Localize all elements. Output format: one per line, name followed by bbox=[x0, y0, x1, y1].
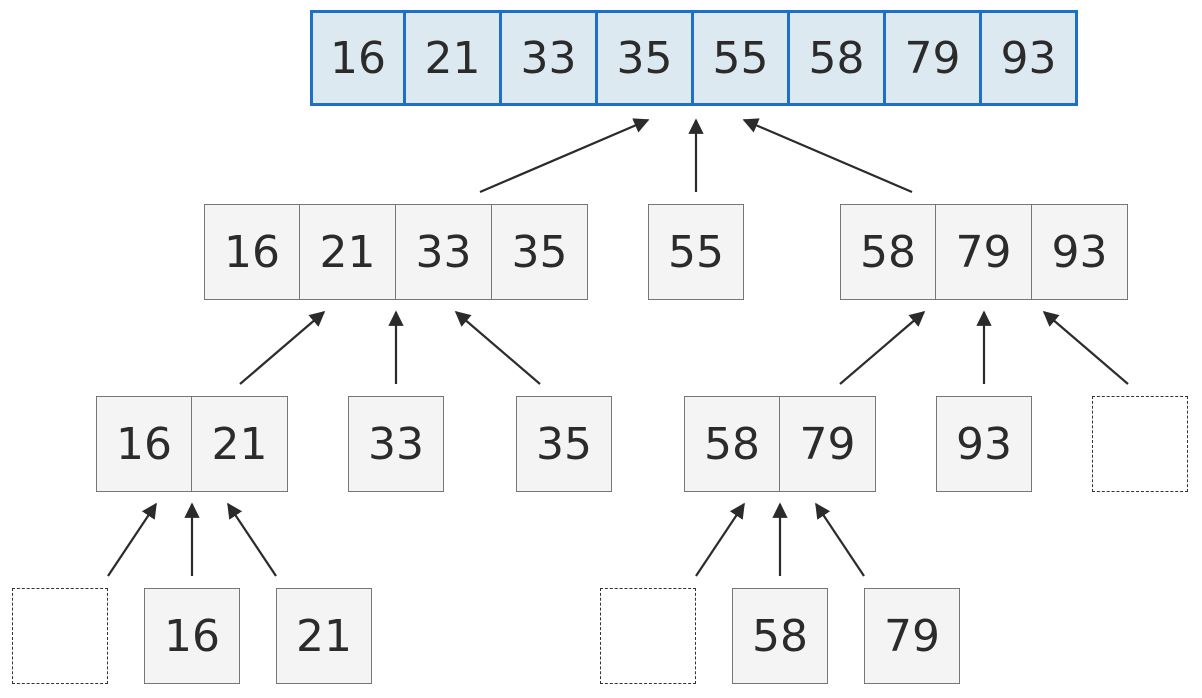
array-cell: 55 bbox=[694, 10, 790, 106]
array-cell: 79 bbox=[780, 396, 876, 492]
array-cell: 79 bbox=[886, 10, 982, 106]
level3-array-b: 16 bbox=[144, 588, 240, 684]
merge-arrow bbox=[227, 502, 277, 577]
level3-array-c: 21 bbox=[276, 588, 372, 684]
array-cell: 55 bbox=[648, 204, 744, 300]
array-cell: 33 bbox=[502, 10, 598, 106]
array-cell: 93 bbox=[1032, 204, 1128, 300]
array-cell: 21 bbox=[276, 588, 372, 684]
array-cell: 35 bbox=[598, 10, 694, 106]
array-cell: 58 bbox=[790, 10, 886, 106]
level3-array-f: 79 bbox=[864, 588, 960, 684]
array-cell: 58 bbox=[684, 396, 780, 492]
merge-arrow bbox=[815, 502, 865, 577]
array-cell: 79 bbox=[936, 204, 1032, 300]
merge-arrow bbox=[695, 502, 745, 577]
merge-arrow bbox=[454, 310, 541, 385]
array-cell: 79 bbox=[864, 588, 960, 684]
array-cell: 21 bbox=[406, 10, 502, 106]
level3-array-d bbox=[600, 588, 696, 684]
array-cell: 58 bbox=[732, 588, 828, 684]
array-cell: 16 bbox=[144, 588, 240, 684]
empty-cell bbox=[600, 588, 696, 684]
array-cell: 16 bbox=[310, 10, 406, 106]
level2-array-c: 35 bbox=[516, 396, 612, 492]
array-cell: 58 bbox=[840, 204, 936, 300]
merge-arrow bbox=[479, 118, 650, 194]
array-cell: 93 bbox=[982, 10, 1078, 106]
array-cell: 33 bbox=[348, 396, 444, 492]
array-cell: 93 bbox=[936, 396, 1032, 492]
merge-arrow bbox=[839, 310, 926, 385]
merge-arrow bbox=[107, 502, 157, 577]
merge-arrow bbox=[742, 118, 913, 194]
level3-array-a bbox=[12, 588, 108, 684]
array-cell: 21 bbox=[192, 396, 288, 492]
empty-cell bbox=[1092, 396, 1188, 492]
array-cell: 33 bbox=[396, 204, 492, 300]
array-cell: 35 bbox=[516, 396, 612, 492]
array-cell: 35 bbox=[492, 204, 588, 300]
level2-array-b: 33 bbox=[348, 396, 444, 492]
level3-array-e: 58 bbox=[732, 588, 828, 684]
empty-cell bbox=[12, 588, 108, 684]
level2-array-f bbox=[1092, 396, 1188, 492]
merge-arrow bbox=[239, 310, 326, 385]
level2-array-e: 93 bbox=[936, 396, 1032, 492]
array-cell: 21 bbox=[300, 204, 396, 300]
array-cell: 16 bbox=[204, 204, 300, 300]
merge-arrow bbox=[1042, 310, 1129, 385]
array-cell: 16 bbox=[96, 396, 192, 492]
level1-middle-array: 55 bbox=[648, 204, 744, 300]
